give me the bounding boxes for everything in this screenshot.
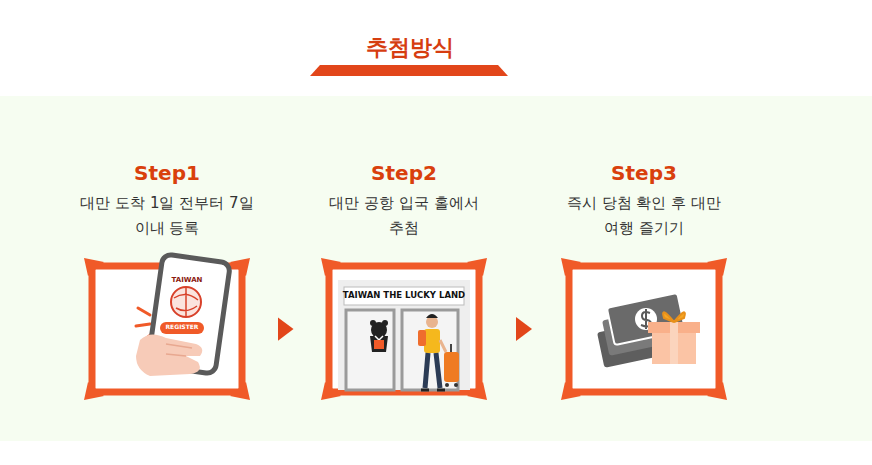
step-number: Step1 (67, 159, 267, 187)
step-description: 즉시 당첨 확인 후 대만 여행 즐기기 (552, 191, 736, 241)
step-arrow (267, 329, 304, 330)
step-description: 대만 공항 입국 홀에서 추첨 (312, 191, 496, 241)
step-box: Step1 대만 도착 1일 전부터 7일 이내 등록 (67, 155, 267, 400)
money-gift-illustration (597, 293, 700, 368)
step-box: Step2 대만 공항 입국 홀에서 추첨 (304, 155, 504, 400)
arrival-hall-illustration (338, 280, 470, 390)
step-number: Step2 (304, 159, 504, 187)
frame-corners (84, 258, 727, 400)
hall-sign-text: TAIWAN THE LUCKY LAND (343, 290, 465, 300)
register-button-text: REGISTER (165, 323, 198, 330)
page-title: 추첨방식 (310, 33, 510, 63)
phone-illustration (136, 254, 230, 376)
green-band (0, 96, 872, 441)
step-number: Step3 (544, 159, 744, 187)
app-logo-text: TAIWAN (172, 276, 203, 284)
step-arrow (504, 329, 544, 330)
step-description: 대만 도착 1일 전부터 7일 이내 등록 (75, 191, 259, 241)
title-underline (310, 65, 508, 76)
step-box: Step3 즉시 당첨 확인 후 대만 여행 즐기기 (544, 155, 744, 400)
